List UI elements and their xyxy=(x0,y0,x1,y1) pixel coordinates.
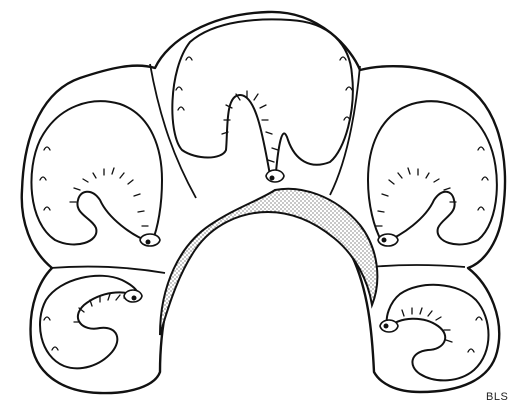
larva-top-head xyxy=(266,170,284,182)
larva-upper-right-mandible xyxy=(382,238,387,243)
larva-lower-left-mandible xyxy=(132,296,137,301)
larva-top-mandible xyxy=(270,176,275,181)
artist-signature: BLS xyxy=(486,391,508,403)
larva-lower-right-mandible xyxy=(384,324,389,329)
larva-upper-left-mandible xyxy=(146,240,151,245)
larva-lower-right-head xyxy=(380,320,398,332)
larva-upper-left-head xyxy=(140,234,160,246)
larva-upper-right-head xyxy=(378,234,398,246)
